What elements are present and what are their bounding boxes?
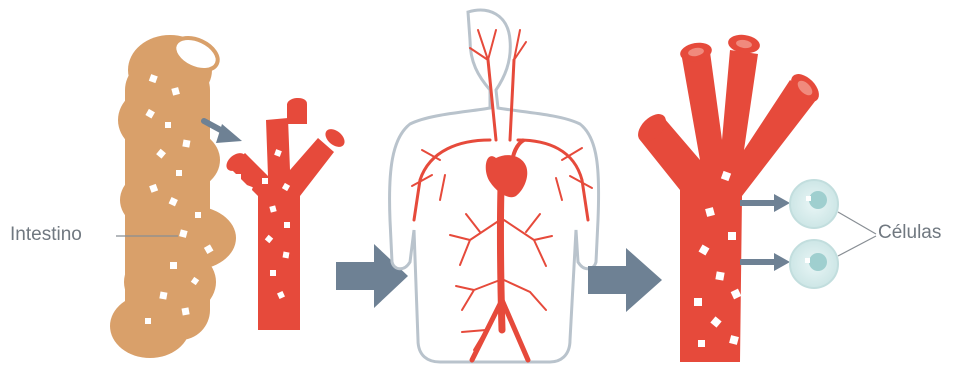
cell-icon: [790, 180, 838, 228]
arrow-icon: [588, 248, 662, 312]
intestine-illustration: [110, 32, 236, 358]
blood-vessel-icon: [223, 97, 348, 330]
arrow-icon: [740, 253, 790, 271]
cells-label: Células: [878, 222, 941, 244]
cells-leader-line: [838, 212, 876, 234]
cell-icon: [790, 240, 838, 288]
cells-leader-line: [838, 236, 876, 256]
human-circulatory-system-icon: [390, 10, 599, 362]
intestine-label: Intestino: [10, 224, 82, 246]
arrow-icon: [740, 194, 790, 212]
